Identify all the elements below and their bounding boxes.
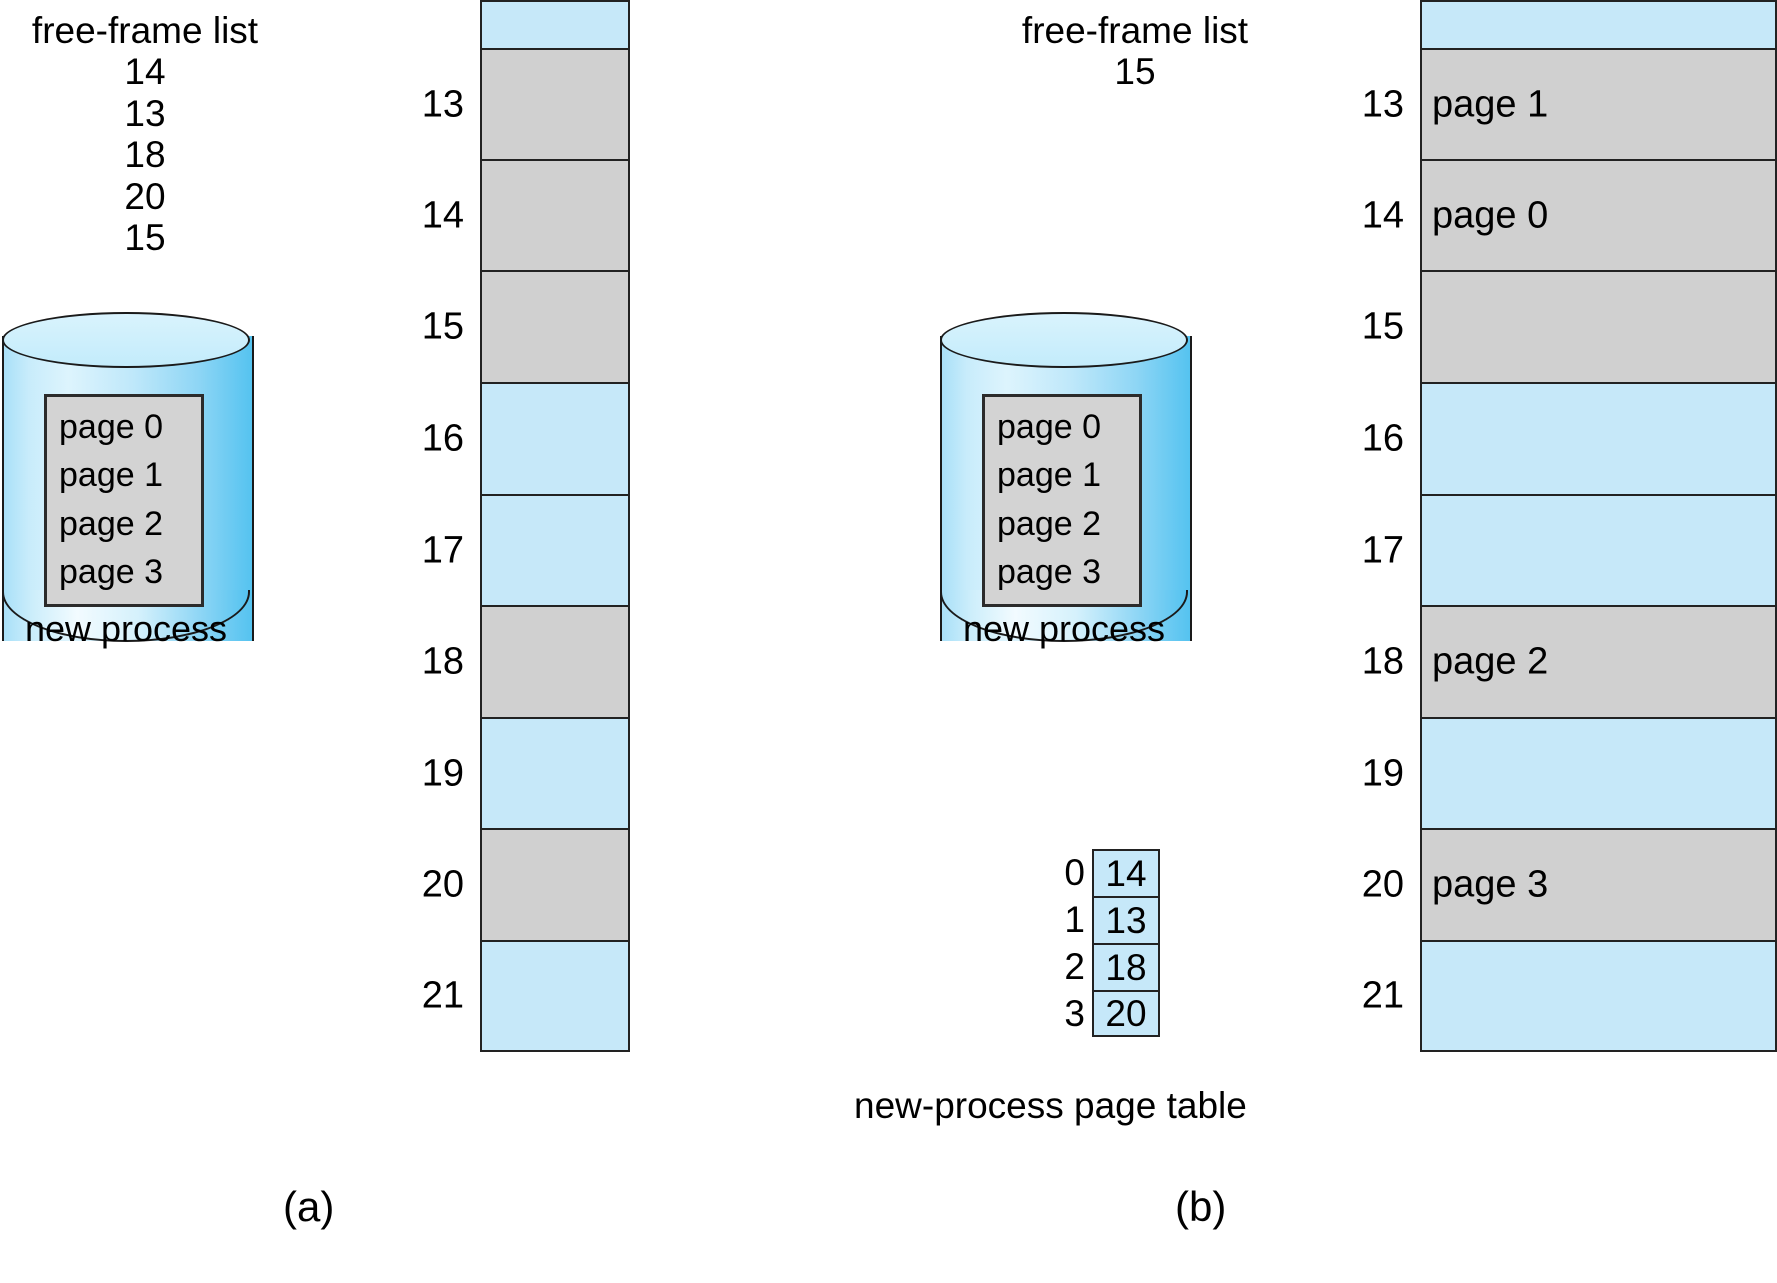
frame-index: 16: [1361, 417, 1404, 460]
memory-frame: 19: [422, 717, 630, 828]
frame-index: 20: [421, 863, 464, 906]
free-frame-entry: 15: [124, 217, 166, 259]
memory-frame: 21: [422, 940, 630, 1052]
new-process-disk-b: page 0 page 1 page 2 page 3 new process: [940, 312, 1192, 667]
memory-frame: 14 page 0: [1362, 159, 1777, 270]
page-table-frame-cell: 13: [1092, 896, 1160, 943]
free-frame-list-b: free-frame list 15: [890, 10, 1380, 93]
process-page-box-b: page 0 page 1 page 2 page 3: [982, 394, 1142, 608]
free-frame-entry: 15: [1114, 51, 1156, 93]
frame-index: 19: [1361, 752, 1404, 794]
frame-content-label: page 3: [1432, 863, 1549, 906]
page-table-caption: new-process page table: [854, 1085, 1247, 1126]
new-process-page-table: 0 14 1 13 2 18 3 20: [1045, 849, 1160, 1037]
memory-frame: 21: [1362, 940, 1777, 1052]
figure-caption-b: (b): [1175, 1183, 1227, 1230]
page-table-row: 1 13: [1045, 896, 1160, 943]
memory-frame: 15: [1362, 270, 1777, 382]
cylinder-top-ellipse: [940, 312, 1188, 368]
memory-column-b: 13 page 1 14 page 0 15 16 17 18 page 2 1…: [1362, 0, 1777, 1052]
page-table-frame-cell: 18: [1092, 943, 1160, 990]
memory-frame: 16: [422, 382, 630, 494]
frame-index: 15: [1361, 305, 1404, 348]
memory-frame: 20 page 3: [1362, 828, 1777, 940]
free-frame-entry: 20: [124, 175, 166, 217]
process-page-item: page 1: [997, 456, 1101, 495]
page-table-page-index: 3: [1064, 993, 1085, 1034]
free-frame-list-a: free-frame list 14 13 18 20 15: [0, 10, 290, 259]
frame-content-label: page 1: [1432, 83, 1549, 125]
frame-content-label: page 0: [1432, 194, 1549, 236]
page-table-row: 2 18: [1045, 943, 1160, 990]
memory-frame: 17: [1362, 494, 1777, 605]
frame-content-label: page 2: [1432, 640, 1549, 683]
frame-index: 20: [1361, 863, 1404, 906]
frame-index: 14: [421, 194, 464, 236]
panel-a: free-frame list 14 13 18 20 15 page 0 pa…: [0, 0, 700, 1283]
page-table-page-index: 2: [1064, 946, 1085, 987]
memory-frame: 16: [1362, 382, 1777, 494]
new-process-label-b: new process: [962, 608, 1166, 649]
frame-index: 17: [421, 529, 464, 571]
free-frame-entry: 18: [124, 134, 166, 176]
process-page-item: page 0: [997, 408, 1101, 446]
memory-frame: [480, 0, 630, 48]
process-page-item: page 3: [997, 552, 1101, 591]
process-page-box-a: page 0 page 1 page 2 page 3: [44, 394, 204, 608]
memory-frame: 13 page 1: [1362, 48, 1777, 159]
free-frame-entry: 13: [124, 92, 166, 134]
frame-index: 17: [1361, 529, 1404, 571]
memory-frame: 13: [422, 48, 630, 159]
frame-index: 16: [421, 417, 464, 460]
new-process-disk-a: page 0 page 1 page 2 page 3 new process: [2, 312, 254, 667]
memory-frame: 18: [422, 605, 630, 717]
memory-frame: 19: [1362, 717, 1777, 828]
page-table-page-index: 1: [1064, 899, 1085, 940]
new-process-label-a: new process: [24, 608, 228, 649]
figure-caption-a: (a): [283, 1183, 335, 1230]
panel-b: free-frame list 15 page 0 page 1 page 2 …: [854, 0, 1777, 1283]
page-table-row: 0 14: [1045, 849, 1160, 896]
free-frame-list-title-b: free-frame list: [1021, 10, 1249, 51]
frame-index: 13: [421, 83, 464, 125]
page-table-row: 3 20: [1045, 990, 1160, 1037]
frame-index: 19: [421, 752, 464, 794]
frame-index: 14: [1361, 194, 1404, 236]
process-page-item: page 0: [59, 408, 163, 446]
memory-frame: 14: [422, 159, 630, 270]
memory-frame: 20: [422, 828, 630, 940]
page-table-frame-cell: 20: [1092, 990, 1160, 1037]
memory-frame: 17: [422, 494, 630, 605]
memory-frame: 15: [422, 270, 630, 382]
frame-index: 21: [1361, 974, 1404, 1017]
process-page-item: page 1: [59, 456, 163, 495]
process-page-item: page 3: [59, 552, 163, 591]
memory-column-a: 13 14 15 16 17 18 19 20 21: [422, 0, 630, 1052]
memory-frame: [1420, 0, 1777, 48]
page-table-page-index: 0: [1064, 852, 1085, 893]
memory-frame: 18 page 2: [1362, 605, 1777, 717]
free-frame-list-title-a: free-frame list: [31, 10, 259, 51]
frame-index: 18: [1361, 640, 1404, 683]
frame-index: 13: [1361, 83, 1404, 125]
frame-index: 21: [421, 974, 464, 1017]
page-table-frame-cell: 14: [1092, 849, 1160, 896]
process-page-item: page 2: [59, 504, 163, 543]
cylinder-top-ellipse: [2, 312, 250, 368]
frame-index: 18: [421, 640, 464, 683]
frame-index: 15: [421, 305, 464, 348]
free-frame-entry: 14: [124, 51, 166, 93]
process-page-item: page 2: [997, 504, 1101, 543]
